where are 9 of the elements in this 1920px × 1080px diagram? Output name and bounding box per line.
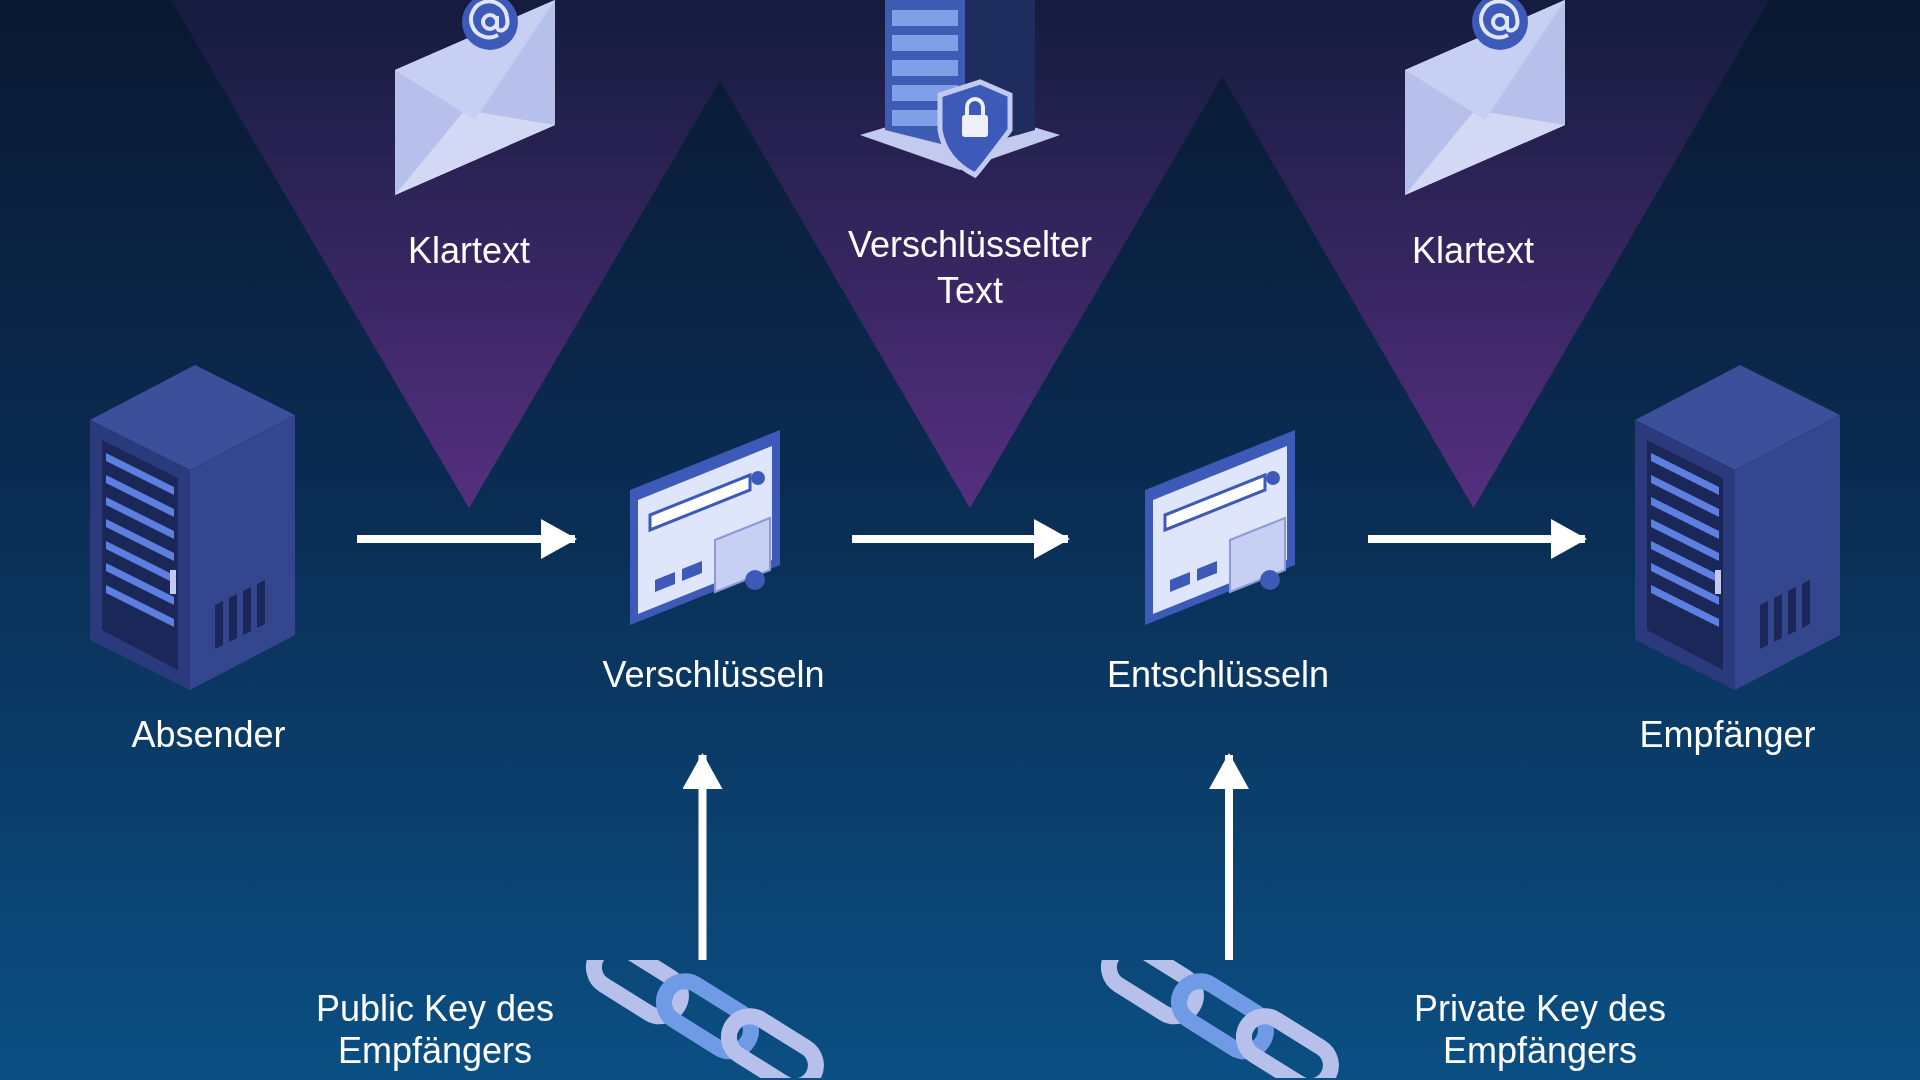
node-label: Empfänger (1638, 713, 1817, 757)
node-label: Private Key des Empfängers (1412, 988, 1668, 1072)
node-label: Entschlüsseln (1105, 653, 1331, 697)
node-label: Verschlüsselter Text (846, 223, 1094, 313)
node-label: Absender (130, 713, 287, 757)
node-label: Klartext (1410, 229, 1535, 273)
node-label: Verschlüsseln (601, 653, 826, 697)
node-label: Public Key des Empfängers (314, 988, 556, 1072)
node-label: Klartext (406, 229, 531, 273)
